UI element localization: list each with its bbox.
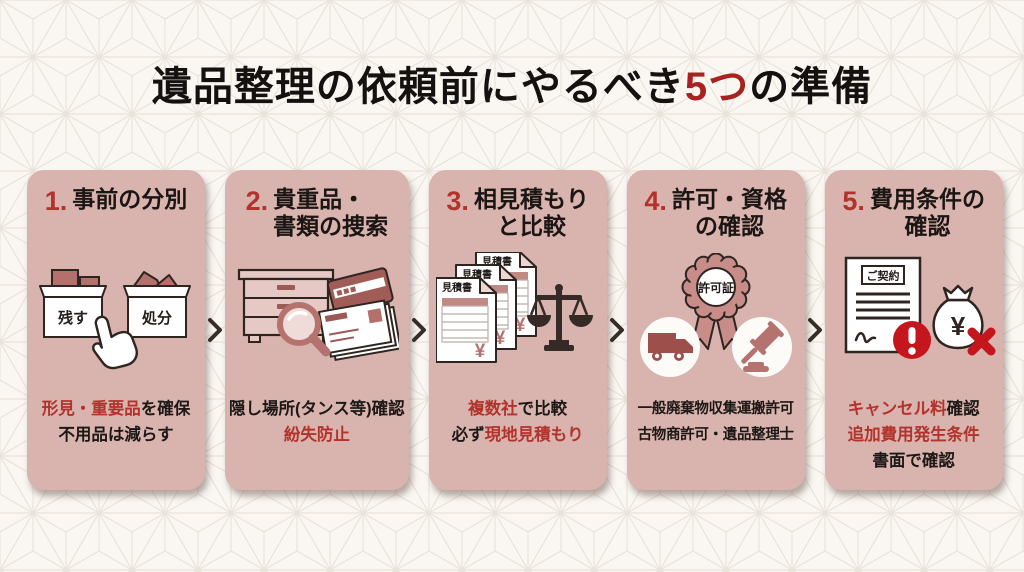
note-line: 不用品は減らす bbox=[58, 426, 174, 444]
arrow-gap bbox=[205, 317, 225, 343]
card-2-icon-zone bbox=[229, 248, 405, 396]
card-2-heading: 2. 貴重品・ 書類の捜索 bbox=[245, 186, 389, 240]
step-card-2: 2. 貴重品・ 書類の捜索 bbox=[225, 170, 409, 490]
card-1-number: 1. bbox=[44, 186, 68, 216]
step-card-3: 3. 相見積もり と比較 見積書 ¥ bbox=[428, 170, 607, 490]
card-5-icon-zone: ご契約 ¥ bbox=[829, 248, 999, 396]
card-1-heading: 1. 事前の分別 bbox=[31, 186, 201, 248]
yen-symbol: ¥ bbox=[950, 311, 965, 341]
card-3-heading: 3. 相見積もり と比較 bbox=[446, 186, 589, 240]
sorting-boxes-icon: 残す 処分 bbox=[39, 269, 191, 370]
note-line: キャンセル料確認 bbox=[847, 400, 980, 418]
card-4-number: 4. bbox=[644, 186, 667, 216]
chevron-right-icon bbox=[609, 318, 624, 342]
card-1-title: 事前の分別 bbox=[72, 186, 188, 212]
step-card-5: 5. 費用条件の 確認 ご契約 bbox=[824, 170, 1003, 490]
envelopes-icon bbox=[317, 299, 399, 362]
title-suffix: の準備 bbox=[749, 65, 873, 109]
arrow-gap bbox=[607, 317, 627, 343]
exclamation-alert-icon bbox=[892, 321, 931, 359]
chevron-right-icon bbox=[208, 318, 222, 342]
arrow-gap bbox=[805, 317, 825, 343]
dispose-box-label: 処分 bbox=[141, 309, 172, 327]
note-line: 紛失防止 bbox=[283, 426, 350, 444]
card-3-icon-zone: 見積書 ¥ 見積書 ¥ bbox=[433, 248, 603, 396]
magnifier-icon bbox=[276, 302, 331, 357]
card-3-notes: 複数社で比較 必ず現地見積もり bbox=[433, 396, 603, 480]
card-5-title: 費用条件の bbox=[869, 186, 985, 212]
steps-row: 1. 事前の分別 残す bbox=[27, 170, 1003, 490]
chevron-right-icon bbox=[411, 318, 426, 342]
note-line: 古物商許可・遺品整理士 bbox=[637, 427, 795, 443]
note-line: 隠し場所(タンス等)確認 bbox=[229, 400, 405, 418]
step-card-1: 1. 事前の分別 残す bbox=[27, 170, 205, 490]
permit-badge-icon: 許可証 bbox=[639, 253, 792, 377]
card-1-notes: 形見・重要品を確保 不用品は減らす bbox=[31, 396, 201, 480]
note-line: 書面で確認 bbox=[872, 452, 955, 470]
contract-cost-icon: ご契約 ¥ bbox=[844, 256, 996, 359]
money-bag-icon: ¥ bbox=[932, 284, 996, 356]
step-card-4: 4. 許可・資格 の確認 bbox=[626, 170, 805, 490]
card-4-title: 許可・資格 bbox=[671, 186, 787, 212]
svg-text:¥: ¥ bbox=[494, 328, 505, 349]
note-line: 必ず現地見積もり bbox=[451, 426, 584, 444]
title-prefix: 遺品整理の依頼前にやるべき bbox=[151, 65, 685, 109]
gavel-icon bbox=[731, 317, 792, 377]
svg-text:¥: ¥ bbox=[474, 341, 485, 362]
card-1-icon-zone: 残す 処分 bbox=[31, 248, 201, 396]
card-5-heading: 5. 費用条件の 確認 bbox=[842, 186, 985, 240]
truck-icon bbox=[639, 317, 700, 377]
card-3-number: 3. bbox=[446, 186, 469, 216]
contract-document-icon: ご契約 bbox=[844, 256, 921, 354]
page-title: 遺品整理の依頼前にやるべき5つの準備 bbox=[0, 54, 1024, 112]
hand-cursor-icon bbox=[92, 315, 138, 370]
card-2-notes: 隠し場所(タンス等)確認 紛失防止 bbox=[229, 396, 405, 480]
chevron-right-icon bbox=[807, 318, 822, 342]
card-2-number: 2. bbox=[245, 186, 269, 216]
rosette-badge-icon: 許可証 bbox=[681, 253, 751, 322]
svg-text:¥: ¥ bbox=[514, 315, 525, 336]
card-5-notes: キャンセル料確認 追加費用発生条件 書面で確認 bbox=[829, 396, 999, 480]
card-4-icon-zone: 許可証 bbox=[631, 248, 801, 396]
card-2-title: 貴重品・ bbox=[273, 186, 366, 212]
keep-box-label: 残す bbox=[58, 309, 88, 327]
badge-label: 許可証 bbox=[698, 280, 734, 295]
search-drawers-icon bbox=[237, 267, 399, 362]
red-x-icon bbox=[967, 327, 996, 356]
estimates-scale-icon: 見積書 ¥ 見積書 ¥ bbox=[435, 252, 593, 363]
card-3-title: 相見積もり bbox=[473, 186, 589, 212]
card-4-heading: 4. 許可・資格 の確認 bbox=[644, 186, 787, 240]
note-line: 複数社で比較 bbox=[468, 400, 568, 418]
title-accent: 5つ bbox=[684, 65, 750, 109]
svg-text:見積書: 見積書 bbox=[441, 281, 472, 294]
card-4-notes: 一般廃棄物収集運搬許可 古物商許可・遺品整理士 bbox=[631, 396, 801, 480]
card-5-number: 5. bbox=[842, 186, 865, 216]
estimate-documents-icon: 見積書 ¥ 見積書 ¥ bbox=[435, 252, 537, 363]
contract-label: ご契約 bbox=[866, 269, 899, 283]
note-line: 追加費用発生条件 bbox=[847, 426, 980, 444]
arrow-gap bbox=[409, 317, 429, 343]
note-line: 一般廃棄物収集運搬許可 bbox=[637, 401, 795, 417]
note-line: 形見・重要品を確保 bbox=[41, 400, 191, 418]
balance-scale-icon bbox=[526, 284, 593, 351]
